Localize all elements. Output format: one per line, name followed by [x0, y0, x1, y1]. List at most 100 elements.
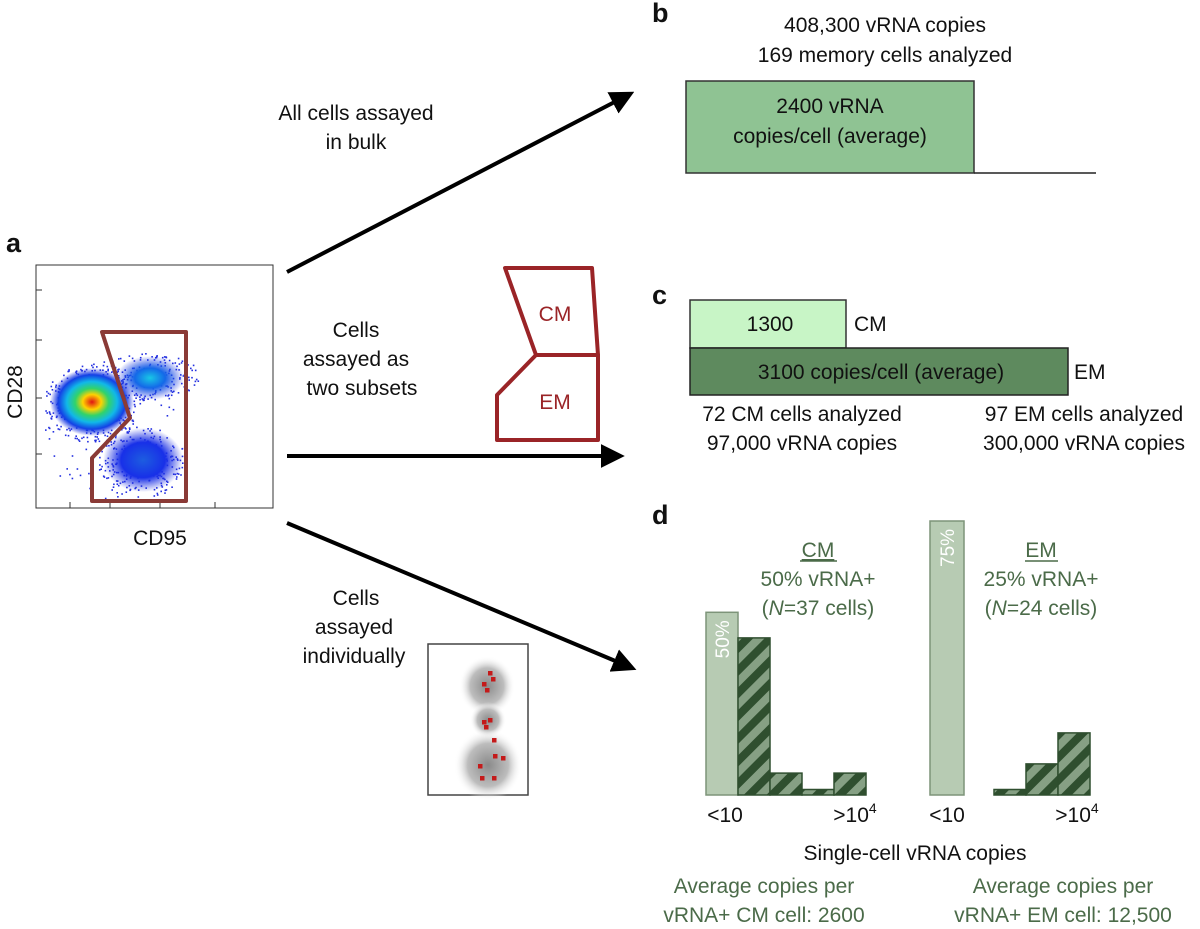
scatter-dot — [106, 477, 108, 480]
scatter-dot — [178, 363, 181, 365]
arrow-to-bulk — [286, 91, 635, 274]
scatter-dot — [81, 437, 83, 440]
rna-spot — [501, 756, 506, 761]
scatter-dot — [59, 475, 62, 477]
em-hist-bar — [1057, 732, 1091, 796]
scatter-dot — [133, 400, 136, 403]
scatter-dot — [96, 366, 98, 368]
cm-hist-bar — [801, 788, 835, 796]
cell-upper — [459, 656, 515, 716]
scatter-dot — [97, 438, 100, 440]
scatter-dot — [182, 462, 184, 464]
individual-caption-2: assayed — [315, 616, 393, 639]
scatter-dot — [116, 492, 118, 494]
scatter-dot — [181, 466, 184, 469]
scatter-dot — [45, 410, 47, 412]
scatter-dot — [57, 428, 60, 430]
scatter-dot — [45, 429, 47, 431]
rna-spot — [492, 738, 497, 743]
em-average-2: vRNA+ EM cell: 12,500 — [954, 904, 1172, 927]
cm-n-rest: =37 cells) — [784, 597, 874, 620]
cm-tick-low: <10 — [707, 804, 743, 827]
scatter-dot — [51, 415, 53, 418]
rna-spot — [491, 677, 496, 682]
scatter-dot — [117, 369, 119, 371]
scatter-dot — [134, 405, 136, 408]
scatter-dot — [68, 369, 70, 371]
scatter-dot — [99, 456, 101, 459]
em-n-cells: (N=24 cells) — [985, 597, 1098, 620]
cm-tick-high-exp: 4 — [869, 800, 877, 816]
scatter-dot — [116, 371, 118, 373]
scatter-dot — [48, 411, 51, 413]
em-bar-value: 3100 copies/cell (average) — [758, 361, 1004, 384]
cm-n-symbol: N — [769, 597, 785, 620]
scatter-dot — [156, 355, 158, 357]
individual-caption-3: individually — [303, 645, 406, 668]
scatter-dot — [66, 428, 68, 431]
scatter-dot — [76, 437, 78, 440]
scatter-dot — [188, 376, 190, 379]
subsets-caption-3: two subsets — [307, 377, 418, 400]
scatter-dot — [93, 363, 95, 366]
scatter-dot — [153, 495, 156, 497]
scatter-dot — [105, 445, 108, 447]
rna-spot — [488, 671, 493, 676]
scatter-dot — [129, 428, 131, 430]
scatter-dot — [103, 361, 106, 363]
scatter-dot — [194, 369, 197, 372]
scatter-dot — [92, 366, 94, 369]
scatter-dot — [94, 439, 96, 442]
rna-spots — [478, 671, 506, 781]
em-hist-bar — [929, 520, 965, 796]
scatter-dot — [137, 496, 140, 498]
scatter-dot — [115, 435, 117, 437]
scatter-dot — [102, 364, 105, 367]
scatter-dot — [177, 357, 180, 360]
scatter-dot — [91, 364, 93, 367]
scatter-dot — [49, 413, 52, 416]
rna-spot — [484, 725, 489, 730]
panel-label-a: a — [6, 228, 22, 258]
scatter-dot — [145, 353, 147, 355]
scatter-dot — [128, 427, 131, 429]
panel-label-c: c — [652, 280, 667, 310]
scatter-dot — [159, 429, 161, 432]
scatter-dot — [69, 473, 71, 476]
bulk-caption-2: in bulk — [326, 131, 387, 154]
cm-hist-bar — [769, 772, 803, 796]
cm-cells-analyzed: 72 CM cells analyzed — [702, 403, 902, 426]
scatter-dot — [60, 425, 62, 428]
single-cell-xlabel: Single-cell vRNA copies — [804, 842, 1027, 865]
scatter-dot — [64, 434, 67, 437]
cm-bar-label: CM — [854, 313, 887, 336]
scatter-dot — [46, 395, 48, 397]
em-hist-bar — [1025, 763, 1059, 796]
rna-spot — [493, 754, 498, 759]
em-tick-high: >104 — [1055, 800, 1099, 827]
scatter-dot — [139, 402, 142, 405]
scatter-dot — [133, 411, 135, 414]
em-tick-high-exp: 4 — [1091, 800, 1099, 816]
axis-label-cd95: CD95 — [133, 527, 187, 550]
scatter-dot — [102, 475, 105, 477]
scatter-dot — [87, 440, 89, 443]
cm-hist-bar — [705, 611, 739, 796]
bulk-copies: 408,300 vRNA copies — [784, 14, 986, 37]
scatter-dot — [104, 497, 107, 500]
scatter-dot — [76, 468, 79, 470]
scatter-dot — [164, 492, 166, 494]
scatter-dot — [156, 492, 159, 495]
scatter-dot — [85, 448, 88, 451]
scatter-dot — [48, 438, 51, 440]
scatter-dot — [109, 432, 112, 435]
rna-spot — [485, 688, 490, 693]
bulk-caption-1: All cells assayed — [278, 102, 433, 125]
scatter-dot — [103, 476, 106, 478]
scatter-dot — [46, 390, 48, 393]
scatter-dot — [141, 353, 143, 356]
scatter-dot — [131, 357, 134, 360]
scatter-dot — [160, 490, 162, 493]
cm-bar-value: 1300 — [747, 313, 794, 336]
em-hist-title: EM — [1025, 539, 1057, 562]
